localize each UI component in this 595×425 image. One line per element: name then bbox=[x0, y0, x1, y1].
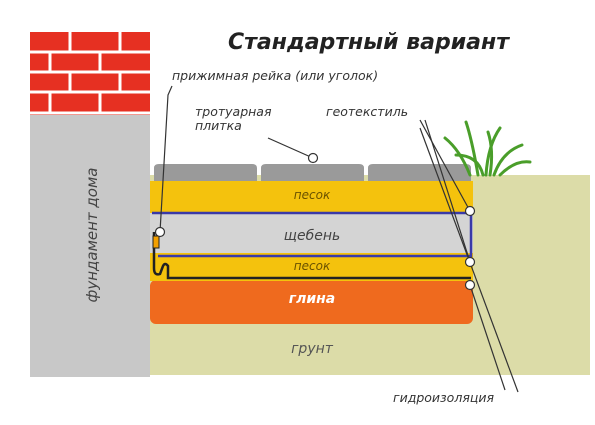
sand-top-label: песок bbox=[293, 188, 331, 202]
geotextile-line bbox=[152, 211, 473, 258]
grass bbox=[443, 120, 532, 177]
sand-bottom-layer bbox=[150, 253, 473, 281]
callout-dots bbox=[154, 152, 476, 291]
pressure-rail-label: прижимная рейка (или уголок) bbox=[172, 68, 379, 83]
brick-wall bbox=[30, 32, 150, 115]
foundation-label: фундамент дома bbox=[83, 167, 101, 303]
waterproofing-label: гидроизоляция bbox=[393, 390, 494, 405]
gravel-label: щебень bbox=[283, 228, 341, 244]
soil-label: грунт bbox=[291, 341, 333, 357]
waterproofing-line bbox=[152, 232, 471, 280]
diagram-title: Стандартный вариант bbox=[228, 30, 509, 55]
gravel-layer bbox=[150, 213, 473, 253]
clay-label: глина bbox=[288, 291, 336, 307]
paving-tile-label-line1: тротуарная bbox=[195, 104, 272, 119]
clay-layer bbox=[150, 280, 473, 324]
house-foundation bbox=[30, 115, 150, 377]
sand-bottom-label: песок bbox=[293, 259, 331, 273]
geotextile-label: геотекстиль bbox=[326, 104, 409, 119]
paving-tile-label-line2: плитка bbox=[195, 118, 242, 133]
paving-tiles bbox=[154, 164, 471, 181]
pressure-rail bbox=[152, 235, 160, 249]
sand-top-layer bbox=[150, 181, 473, 213]
